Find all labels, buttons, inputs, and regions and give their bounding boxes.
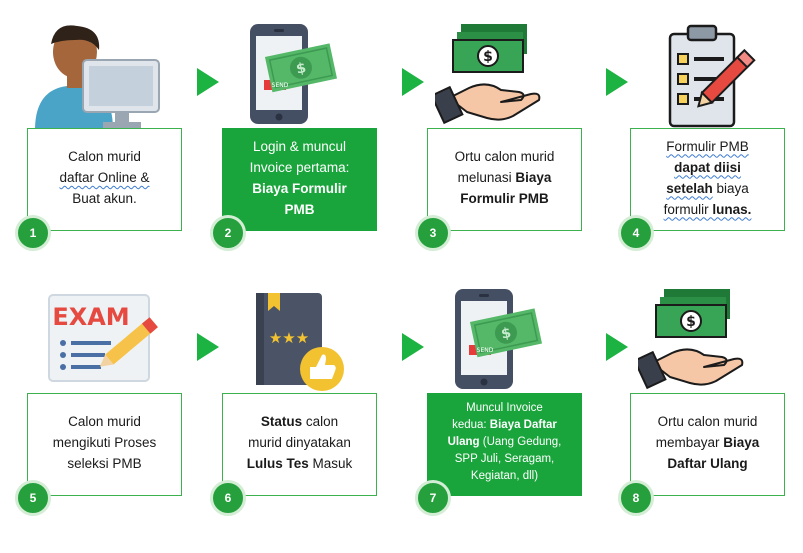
flow-arrow-2-3: [402, 68, 424, 96]
step-8-text-box: Ortu calon murid membayar Biaya Daftar U…: [630, 393, 785, 496]
step-2-number-badge: 2: [210, 215, 246, 251]
step-7-line-5: Kegiatan, dll): [470, 470, 539, 482]
step-6-line-3-text: Masuk: [308, 456, 353, 471]
step-1-number-badge: 1: [15, 215, 51, 251]
step-4-line-4-bold: lunas.: [712, 201, 752, 217]
step-3-text-box: Ortu calon murid melunasi Biaya Formulir…: [427, 128, 582, 231]
step-4-line-3-text: biaya: [712, 180, 749, 196]
step-2-line-1: Login & muncul: [252, 138, 347, 154]
rated-book-thumbs-up-icon: ★★★: [256, 293, 344, 391]
send-label: SEND: [477, 347, 494, 354]
step-5-line-2: mengikuti Proses: [52, 435, 157, 450]
user-at-computer-icon: [35, 25, 160, 130]
step-8-line-3-bold: Daftar Ulang: [667, 456, 748, 471]
step-6-number-badge: 6: [210, 480, 246, 516]
step-7-line-2-text: kedua:: [452, 419, 490, 431]
step-6-line-1-text: calon: [302, 414, 339, 429]
step-5: EXAM Calon murid mengikuti Proses seleks…: [15, 285, 205, 553]
step-8-line-2-bold: Biaya: [723, 435, 760, 450]
clipboard-pencil-icon: [668, 24, 756, 128]
hand-money-icon: [638, 288, 744, 389]
step-7-line-2-bold: Biaya Daftar: [489, 419, 557, 431]
step-1-line-2: daftar Online &: [59, 170, 150, 185]
step-8-line-1: Ortu calon murid: [657, 414, 758, 429]
step-5-number-badge: 5: [15, 480, 51, 516]
flow-arrow-7-8: [606, 333, 628, 361]
step-6-line-3-bold: Lulus Tes: [246, 456, 309, 471]
step-5-line-3: seleksi PMB: [67, 456, 142, 471]
flow-arrow-6-7: [402, 333, 424, 361]
send-label: SEND: [272, 82, 289, 89]
step-4-line-2-bold: dapat diisi: [674, 159, 741, 175]
step-4: Formulir PMB dapat diisi setelah biaya f…: [618, 20, 803, 288]
step-1: Calon murid daftar Online & Buat akun. 1: [15, 20, 205, 288]
step-8: Ortu calon murid membayar Biaya Daftar U…: [618, 285, 803, 553]
step-6-text-box: Status calon murid dinyatakan Lulus Tes …: [222, 393, 377, 496]
step-6-line-2: murid dinyatakan: [248, 435, 351, 450]
step-1-text-box: Calon murid daftar Online & Buat akun.: [27, 128, 182, 231]
step-2-line-3: Biaya Formulir: [252, 180, 347, 196]
step-7-line-3-bold: Ulang: [447, 436, 480, 448]
step-2-line-4: PMB: [284, 201, 315, 217]
phone-send-money-icon: SEND: [249, 23, 338, 125]
step-7-text-box: Muncul Invoice kedua: Biaya Daftar Ulang…: [427, 393, 582, 496]
step-3-line-2-text: melunasi: [457, 170, 516, 185]
step-4-number-badge: 4: [618, 215, 654, 251]
step-2-text-box: Login & muncul Invoice pertama: Biaya Fo…: [222, 128, 377, 231]
phone-send-money-icon: SEND: [454, 288, 543, 390]
step-7-line-4: SPP Juli, Seragam,: [454, 453, 555, 465]
step-2: SEND Login & muncul Invoice pertama: Bia…: [210, 20, 400, 288]
hand-money-icon: [435, 23, 541, 124]
step-3-line-1: Ortu calon murid: [454, 149, 555, 164]
exam-sheet-icon: EXAM: [48, 294, 158, 382]
step-8-line-2-text: membayar: [655, 435, 724, 450]
step-7-line-3-text: (Uang Gedung,: [479, 436, 562, 448]
step-5-text-box: Calon murid mengikuti Proses seleksi PMB: [27, 393, 182, 496]
flow-arrow-3-4: [606, 68, 628, 96]
step-3-number-badge: 3: [415, 215, 451, 251]
step-1-line-1: Calon murid: [68, 149, 141, 164]
step-7-line-1: Muncul Invoice: [466, 402, 543, 414]
flow-arrow-5-6: [197, 333, 219, 361]
step-6: ★★★ Status calon murid dinyatakan Lulus …: [210, 285, 400, 553]
step-3: Ortu calon murid melunasi Biaya Formulir…: [415, 20, 605, 288]
step-4-line-3-bold: setelah: [666, 180, 713, 196]
step-6-line-1-bold: Status: [260, 414, 303, 429]
svg-text:★★★: ★★★: [269, 329, 309, 347]
step-4-line-1: Formulir PMB: [666, 138, 749, 154]
step-3-line-3-bold: Formulir PMB: [460, 191, 549, 206]
exam-label: EXAM: [52, 303, 129, 331]
step-1-line-3: Buat akun.: [72, 191, 137, 206]
step-4-line-4-text: formulir: [663, 201, 713, 217]
step-2-line-2: Invoice pertama:: [249, 159, 350, 175]
step-5-line-1: Calon murid: [68, 414, 141, 429]
flow-arrow-1-2: [197, 68, 219, 96]
step-8-number-badge: 8: [618, 480, 654, 516]
step-7: SEND Muncul Invoice kedua: Biaya Daftar …: [415, 285, 605, 553]
step-3-line-2-bold: Biaya: [515, 170, 552, 185]
step-4-text-box: Formulir PMB dapat diisi setelah biaya f…: [630, 128, 785, 231]
step-7-number-badge: 7: [415, 480, 451, 516]
